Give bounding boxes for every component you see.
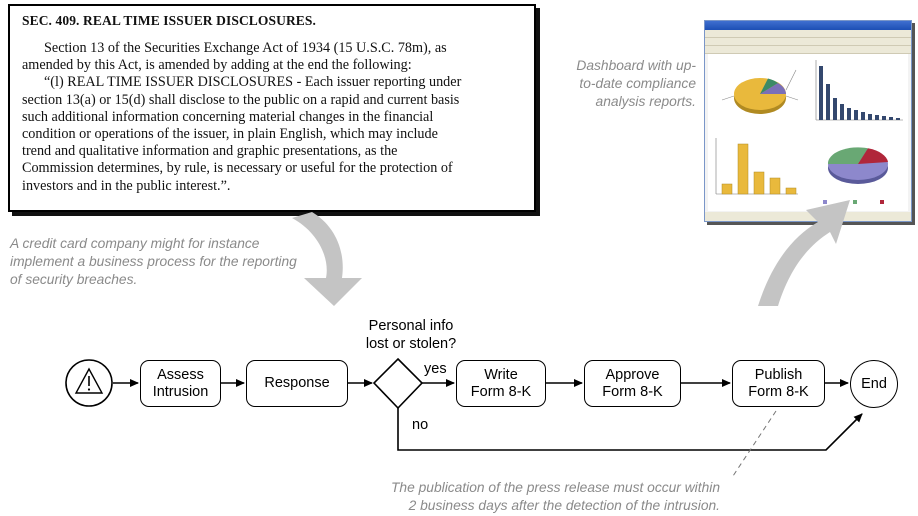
warning-triangle-icon	[74, 367, 104, 394]
publication-caption-line-1: The publication of the press release mus…	[391, 480, 720, 495]
window-status-bar	[705, 212, 911, 221]
gateway-diamond	[372, 357, 424, 410]
task-response: Response	[246, 360, 348, 407]
curved-arrow-up	[758, 200, 850, 306]
task-assess-intrusion: Assess Intrusion	[140, 360, 221, 407]
curved-arrow-down	[292, 212, 362, 306]
dashboard-screenshot	[704, 20, 912, 222]
law-line: trend and qualitative information and gr…	[22, 143, 398, 160]
law-line: amended by this Act, is amended by addin…	[22, 57, 412, 74]
window-toolbar	[705, 38, 911, 46]
law-line: condition or operations of the issuer, i…	[22, 126, 438, 143]
end-event: End	[850, 360, 898, 408]
publication-caption: The publication of the press release mus…	[300, 479, 720, 515]
yes-label: yes	[424, 361, 447, 377]
law-paragraph-1: Section 13 of the Securities Exchange Ac…	[22, 40, 522, 74]
credit-card-caption: A credit card company might for instance…	[10, 236, 297, 287]
law-line: “(l) REAL TIME ISSUER DISCLOSURES - Each…	[44, 74, 462, 91]
gateway-question: Personal info lost or stolen?	[365, 318, 457, 352]
window-title-bar	[705, 21, 911, 30]
law-line: investors and in the public interest.”.	[22, 177, 231, 194]
law-line: Commission determines, by rule, is neces…	[22, 160, 453, 177]
dashboard-caption: Dashboard with up-to-date compliance ana…	[576, 58, 696, 109]
dashboard-charts	[708, 54, 908, 211]
window-menu-bar	[705, 30, 911, 38]
task-publish-form-8k: Publish Form 8-K	[732, 360, 825, 407]
annotation-dashed-line	[732, 410, 777, 477]
law-title: SEC. 409. REAL TIME ISSUER DISCLOSURES.	[22, 13, 316, 28]
law-paragraph-2: “(l) REAL TIME ISSUER DISCLOSURES - Each…	[22, 74, 522, 194]
flow-gateway-end-no	[397, 408, 863, 451]
no-label: no	[412, 417, 429, 433]
dashboard-charts-graphic	[715, 60, 903, 204]
law-excerpt-box: SEC. 409. REAL TIME ISSUER DISCLOSURES. …	[8, 4, 536, 212]
window-links-bar	[705, 46, 911, 54]
law-line: such additional information concerning m…	[22, 108, 434, 125]
publication-caption-line-2: 2 business days after the detection of t…	[408, 498, 720, 513]
task-approve-form-8k: Approve Form 8-K	[584, 360, 681, 407]
law-line: Section 13 of the Securities Exchange Ac…	[44, 40, 447, 56]
law-line: section 13(a) or 15(d) shall disclose to…	[22, 91, 460, 108]
task-write-form-8k: Write Form 8-K	[456, 360, 546, 407]
